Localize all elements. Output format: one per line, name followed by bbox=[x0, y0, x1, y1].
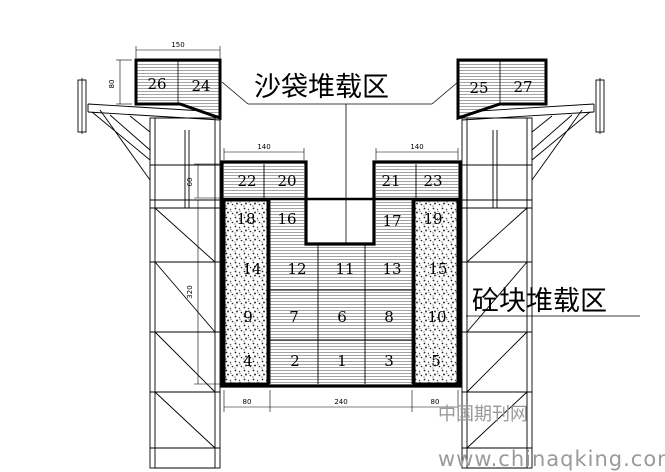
dim-bottom-right: 80 bbox=[431, 398, 440, 406]
block-27: 27 bbox=[513, 78, 532, 96]
watermark-cn: 中国期刊网 bbox=[438, 404, 528, 425]
dim-bottom-left: 80 bbox=[243, 398, 252, 406]
block-26: 26 bbox=[147, 75, 166, 93]
dim-top-height: 80 bbox=[108, 80, 116, 89]
block-6: 6 bbox=[337, 308, 347, 326]
block-20: 20 bbox=[277, 172, 296, 190]
right-shoulder-sandbag bbox=[376, 164, 458, 198]
block-11: 11 bbox=[335, 260, 354, 278]
block-2: 2 bbox=[290, 352, 300, 370]
concrete-zone-label: 砼块堆载区 bbox=[472, 286, 607, 317]
block-15: 15 bbox=[428, 260, 447, 278]
dim-bottom-center: 240 bbox=[334, 398, 347, 406]
block-19: 19 bbox=[423, 210, 442, 228]
top-left-sandbag-box bbox=[134, 58, 222, 121]
center-sandbag-area bbox=[270, 244, 412, 384]
top-right-sandbag-box bbox=[456, 58, 548, 121]
dim-shoulder-right: 140 bbox=[410, 143, 423, 151]
sandbag-zone-label: 沙袋堆载区 bbox=[254, 72, 389, 103]
block-grid bbox=[263, 164, 417, 384]
right-concrete-column bbox=[412, 198, 460, 386]
block-10: 10 bbox=[427, 308, 446, 326]
right-column-sandbag bbox=[376, 200, 412, 244]
dim-side-height: 320 bbox=[186, 285, 194, 298]
block-9: 9 bbox=[243, 308, 253, 326]
block-24: 24 bbox=[191, 77, 210, 95]
watermark-url: www.chinaqking.com bbox=[438, 447, 665, 471]
block-numbers: 26 24 25 27 22 20 21 23 18 16 17 19 14 1… bbox=[147, 75, 532, 370]
block-1: 1 bbox=[337, 352, 347, 370]
block-12: 12 bbox=[287, 260, 306, 278]
block-3: 3 bbox=[384, 352, 394, 370]
left-truss-frame bbox=[87, 103, 221, 469]
dim-top-width: 150 bbox=[171, 41, 184, 49]
right-truss-frame bbox=[461, 103, 595, 469]
block-17: 17 bbox=[382, 212, 401, 230]
block-13: 13 bbox=[382, 260, 401, 278]
block-5: 5 bbox=[431, 352, 441, 370]
block-4: 4 bbox=[243, 352, 253, 370]
block-18: 18 bbox=[236, 210, 255, 228]
block-14: 14 bbox=[242, 260, 261, 278]
block-7: 7 bbox=[289, 308, 299, 326]
block-23: 23 bbox=[423, 172, 442, 190]
block-21: 21 bbox=[381, 172, 400, 190]
sandbag-leader-lines bbox=[221, 81, 459, 244]
block-25: 25 bbox=[469, 79, 488, 97]
left-column-sandbag bbox=[270, 200, 306, 244]
block-8: 8 bbox=[384, 308, 394, 326]
dimension-texts: 150 80 140 140 60 320 80 240 80 bbox=[108, 41, 439, 406]
dim-shoulder-left: 140 bbox=[257, 143, 270, 151]
u-shape-outline bbox=[220, 160, 462, 388]
dim-shoulder-height: 60 bbox=[186, 178, 194, 187]
dimension-lines bbox=[116, 46, 459, 412]
block-22: 22 bbox=[237, 172, 256, 190]
block-16: 16 bbox=[277, 210, 296, 228]
